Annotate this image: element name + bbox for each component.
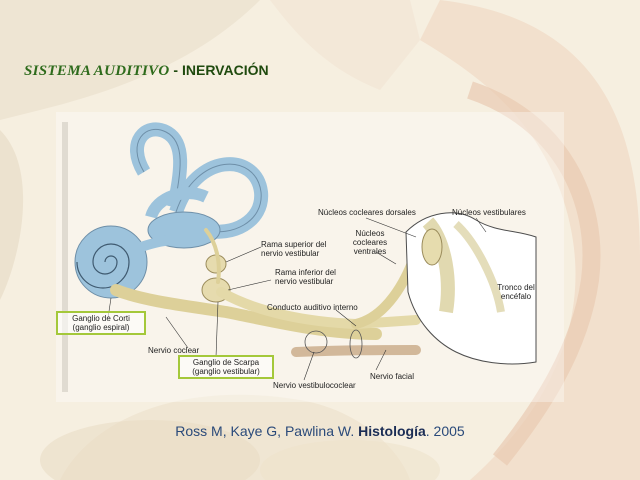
label-rama-superior-line1: Rama superior del [261,240,327,249]
label-nucleos-cocleares-ventrales: Núcleos cocleares ventrales [347,229,393,256]
cochlea [74,225,177,299]
label-tronco-line2: encéfalo [500,292,532,301]
title-italic: SISTEMA AUDITIVO [24,63,170,79]
label-nervio-vestibulococlear: Nervio vestibulococlear [273,381,356,390]
label-ganglio-corti: Ganglio de Corti (ganglio espiral) [56,311,146,335]
label-rama-inferior-line2: nervio vestibular [275,277,334,286]
label-rama-inferior-line1: Rama inferior del [275,268,336,277]
slide-title: SISTEMA AUDITIVO - INERVACIÓN [24,62,269,80]
label-ganglio-corti-line2: (ganglio espiral) [72,323,130,332]
label-ventrales-line3: ventrales [353,247,387,256]
nerve-bundle [110,228,421,357]
label-ganglio-corti-line1: Ganglio de Corti [72,314,130,323]
citation: Ross M, Kaye G, Pawlina W. Histología. 2… [0,423,640,439]
label-ganglio-scarpa: Ganglio de Scarpa (ganglio vestibular) [178,355,274,379]
label-nervio-coclear: Nervio coclear [148,346,200,355]
citation-book: Histología [358,423,426,439]
label-ventrales-line1: Núcleos [355,229,385,238]
citation-year: . 2005 [425,423,465,439]
label-nervio-facial: Nervio facial [370,372,415,381]
label-ganglio-scarpa-line2: (ganglio vestibular) [192,367,260,376]
citation-authors: Ross M, Kaye G, Pawlina W. [175,423,359,439]
label-rama-inferior: Rama inferior del nervio vestibular [275,268,336,286]
label-ventrales-line2: cocleares [352,238,388,247]
label-tronco-line1: Tronco del [497,283,535,292]
title-rest: - INERVACIÓN [169,62,269,78]
label-nucleos-cocleares-dorsales: Núcleos cocleares dorsales [318,208,416,217]
label-rama-superior-line2: nervio vestibular [261,249,320,258]
label-tronco-encefalo: Tronco del encéfalo [486,283,546,301]
semicircular-canals [130,122,269,239]
label-ganglio-scarpa-line1: Ganglio de Scarpa [192,358,260,367]
inner-ear-diagram [56,112,564,402]
label-rama-superior: Rama superior del nervio vestibular [261,240,326,258]
label-conducto-auditivo-interno: Conducto auditivo interno [267,303,358,312]
label-nucleos-vestibulares: Núcleos vestibulares [452,208,526,217]
